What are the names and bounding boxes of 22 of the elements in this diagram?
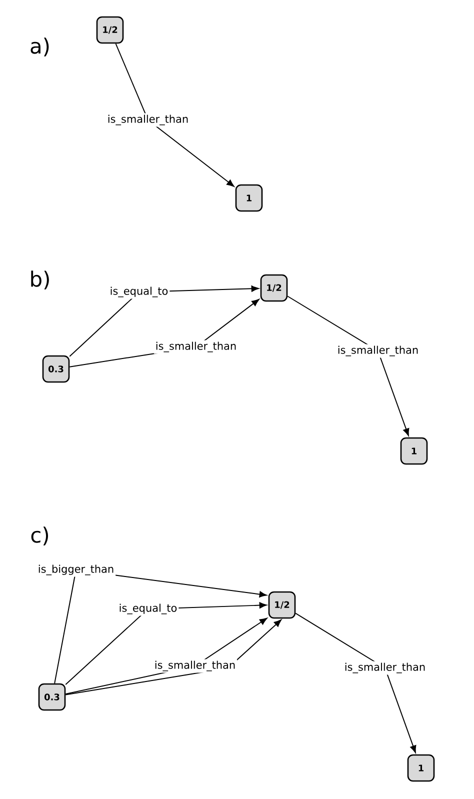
- value-box: 1: [407, 754, 435, 782]
- edge-label: is_bigger_than: [36, 563, 116, 577]
- edge-label: is_equal_to: [117, 602, 179, 616]
- value-box: 0.3: [38, 683, 66, 711]
- value-box: 0.3: [42, 355, 70, 383]
- panel-letter: a): [30, 38, 49, 56]
- value-box: 1: [235, 184, 263, 212]
- edge-label: is_smaller_than: [152, 659, 238, 673]
- edge-label: is_equal_to: [108, 285, 170, 299]
- edge-label: is_smaller_than: [154, 340, 238, 354]
- value-box: 1/2: [268, 591, 296, 619]
- arrow: [287, 296, 410, 436]
- arrow: [115, 43, 234, 187]
- value-box: 1/2: [96, 16, 124, 44]
- panel-letter: b): [31, 270, 49, 290]
- value-box: 1: [400, 437, 428, 465]
- arrow: [295, 612, 416, 753]
- panel-letter: c): [31, 526, 48, 546]
- edge-label: is_smaller_than: [342, 661, 428, 675]
- value-box: 1/2: [260, 274, 288, 302]
- edge-label: is_smaller_than: [336, 344, 420, 358]
- edge-label: is_smaller_than: [106, 113, 190, 127]
